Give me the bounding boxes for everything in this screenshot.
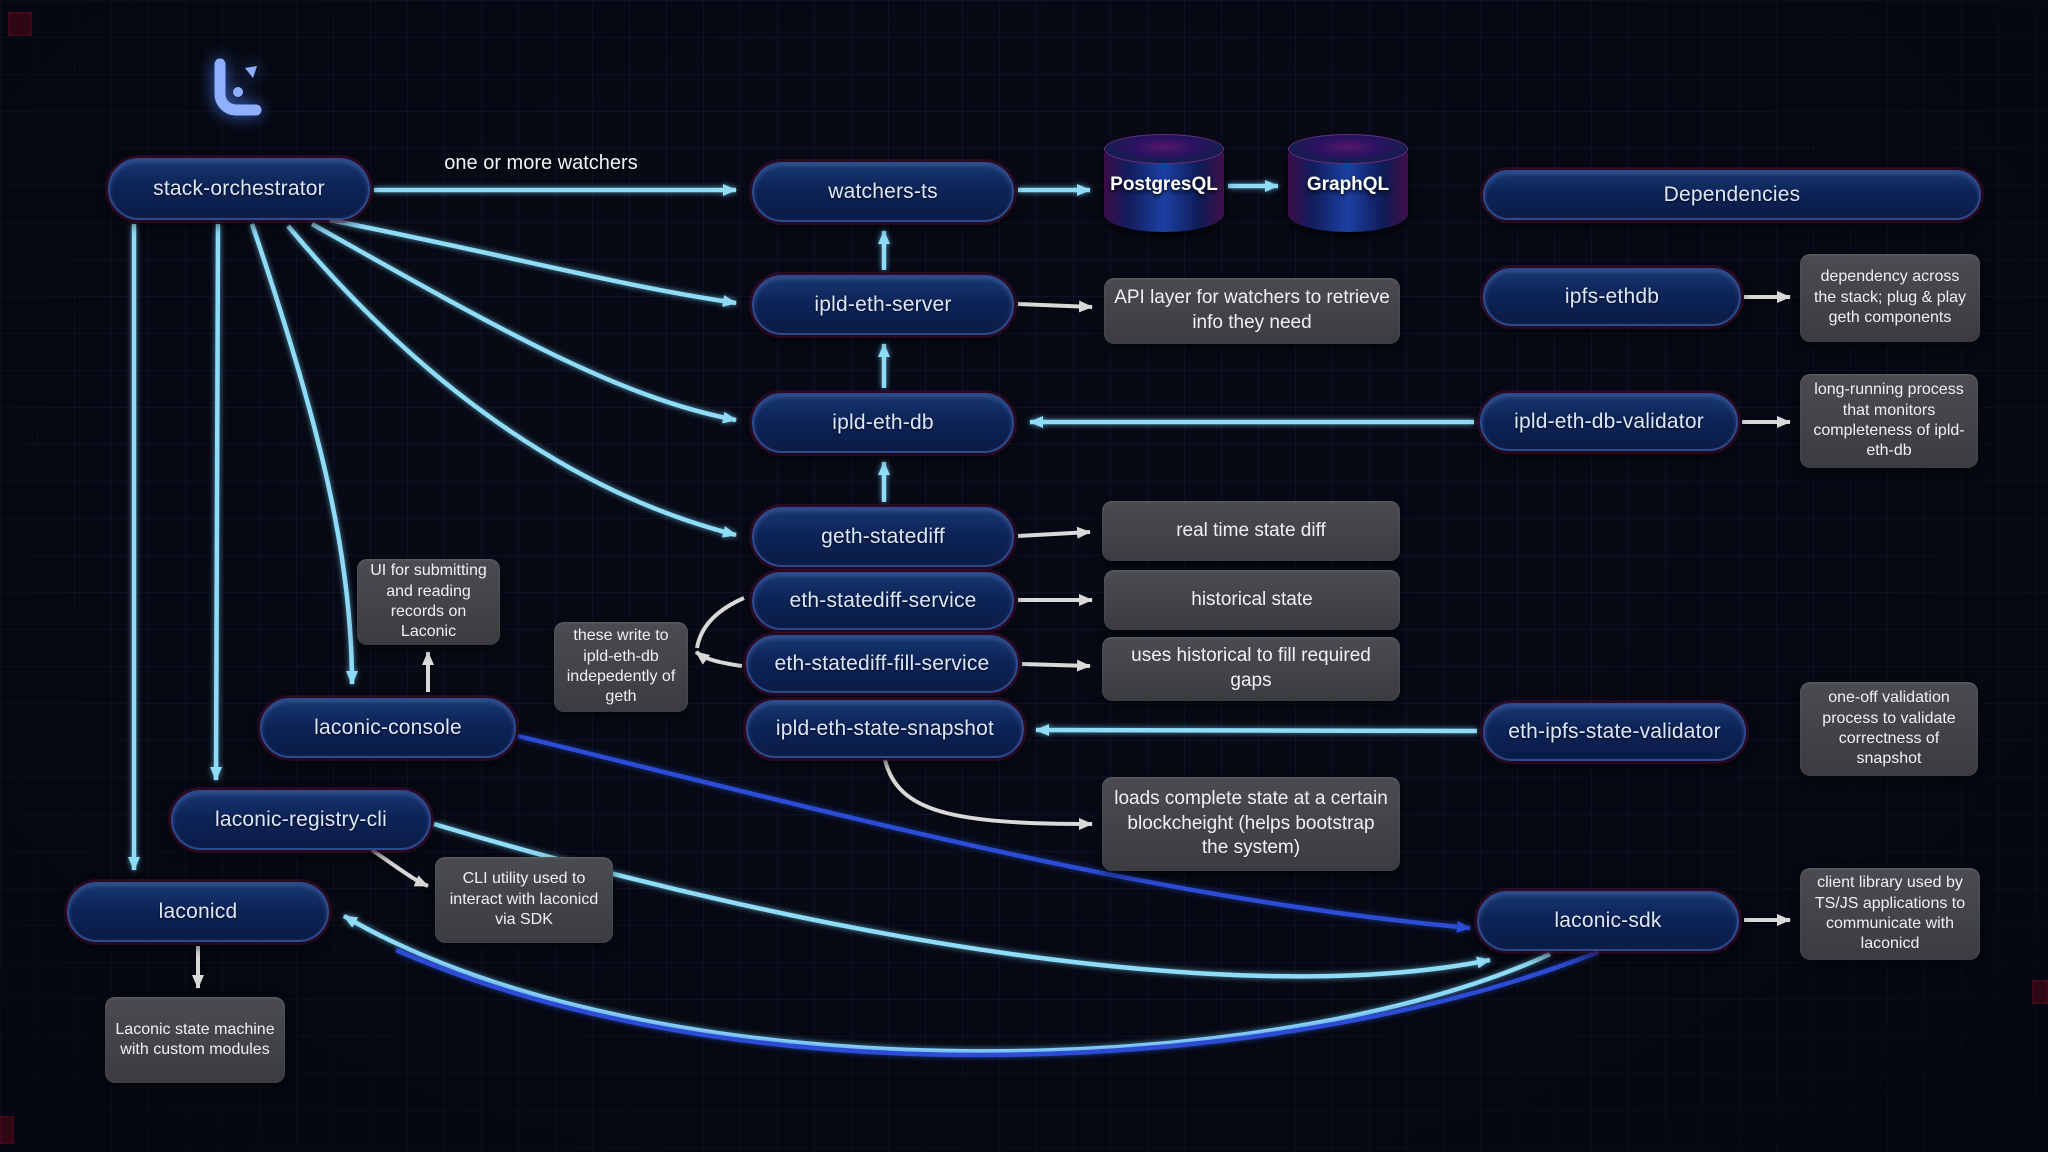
graphql-label: GraphQL: [1306, 174, 1390, 195]
postgresql-label: PostgresQL: [1110, 174, 1218, 195]
node-eth-statediff-service: eth-statediff-service: [752, 572, 1014, 630]
cylinder-top: [1104, 134, 1224, 164]
note-laconicd: Laconic state machine with custom module…: [105, 997, 285, 1083]
note-gaps: uses historical to fill required gaps: [1102, 637, 1400, 701]
graphql-cylinder: GraphQL: [1288, 134, 1408, 236]
edge-label-watchers: one or more watchers: [444, 152, 638, 174]
corner-marker: [2032, 980, 2048, 1004]
node-laconicd: laconicd: [67, 882, 329, 942]
node-laconic-sdk: laconic-sdk: [1477, 891, 1739, 951]
node-stack-orchestrator: stack-orchestrator: [108, 158, 370, 220]
note-api-layer: API layer for watchers to retrieve info …: [1104, 278, 1400, 344]
edge-stack-to-laconic-console: [249, 223, 358, 685]
edge-console-to-sdk: [517, 733, 1471, 933]
note-cli: CLI utility used to interact with laconi…: [435, 857, 613, 943]
note-snapshot-validator: one-off validation process to validate c…: [1800, 682, 1978, 776]
dependencies-header: Dependencies: [1483, 170, 1981, 220]
edge-service-to-these-write-note: [695, 596, 745, 649]
note-console-ui: UI for submitting and reading records on…: [357, 559, 500, 645]
corner-marker: [0, 1116, 14, 1144]
node-ipld-eth-state-snapshot: ipld-eth-state-snapshot: [746, 700, 1024, 758]
edge-registry-cli-to-cli-note: [370, 848, 429, 888]
postgresql-cylinder: PostgresQL: [1104, 134, 1224, 236]
edge-stack-to-ipld-eth-server: [329, 217, 737, 308]
node-ipld-eth-db-validator: ipld-eth-db-validator: [1480, 393, 1738, 451]
corner-marker: [8, 12, 32, 36]
edge-sdk-to-laconicd: [342, 914, 1551, 1054]
edge-fill-service-to-gaps-note: [1021, 659, 1091, 672]
note-sdk: client library used by TS/JS application…: [1800, 868, 1980, 960]
node-watchers-ts: watchers-ts: [752, 162, 1014, 222]
note-loads-state: loads complete state at a certain blockc…: [1102, 777, 1400, 871]
note-realtime: real time state diff: [1102, 501, 1400, 561]
note-db-validator: long-running process that monitors compl…: [1800, 374, 1978, 468]
edge-stack-to-geth-statediff: [286, 224, 737, 538]
node-laconic-registry-cli: laconic-registry-cli: [171, 790, 431, 850]
edge-fill-to-these-write-note: [694, 650, 743, 668]
node-eth-statediff-fill-service: eth-statediff-fill-service: [746, 635, 1018, 693]
edge-sdk-return-curve: [395, 947, 1599, 1058]
edge-stack-to-ipld-eth-db: [310, 222, 737, 424]
edge-server-to-api-note: [1017, 300, 1093, 313]
node-ipld-eth-server: ipld-eth-server: [752, 275, 1014, 335]
note-ipfs-ethdb: dependency across the stack; plug & play…: [1800, 254, 1980, 342]
node-geth-statediff: geth-statediff: [752, 507, 1014, 567]
node-ipfs-ethdb: ipfs-ethdb: [1483, 268, 1741, 326]
node-eth-ipfs-state-validator: eth-ipfs-state-validator: [1483, 703, 1746, 761]
node-laconic-console: laconic-console: [260, 698, 516, 758]
edge-statediff-to-realtime-note: [1017, 526, 1091, 539]
node-ipld-eth-db: ipld-eth-db: [752, 393, 1014, 453]
edge-stack-to-registry-cli: [210, 223, 223, 781]
edge-snapshot-to-loads-note: [883, 759, 1093, 830]
cylinder-top: [1288, 134, 1408, 164]
edge-ipfs-validator-to-snapshot: [1035, 724, 1478, 737]
laconic-logo: [214, 58, 262, 116]
note-these-write: these write to ipld-eth-db indepedently …: [554, 622, 688, 712]
note-historical: historical state: [1104, 570, 1400, 630]
